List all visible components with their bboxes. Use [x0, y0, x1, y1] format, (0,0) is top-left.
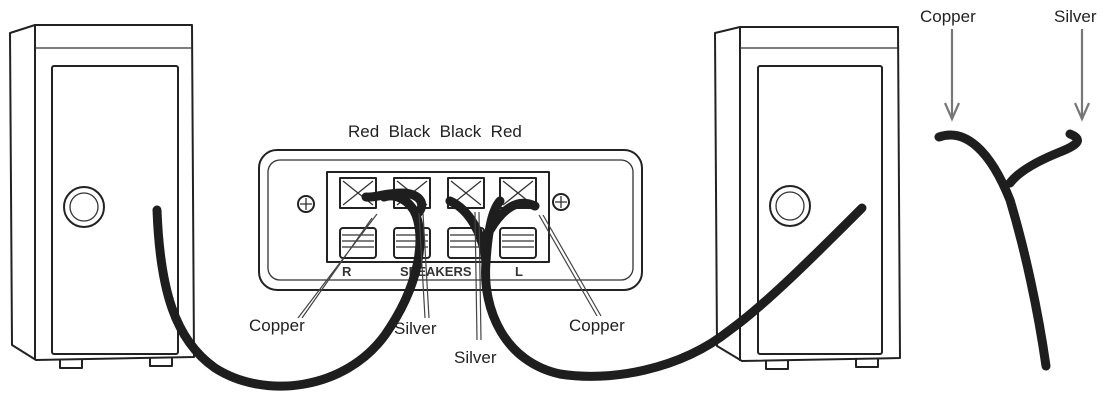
speaker-terminal-panel: R SPEAKERS L [258, 149, 643, 291]
terminal-r-red[interactable] [339, 177, 377, 259]
leader-silver-center [474, 211, 482, 341]
terminal-color-header: Red Black Black Red [348, 122, 522, 141]
leader-copper-right [538, 214, 602, 317]
right-speaker-port-icon [769, 185, 811, 227]
terminal-l-red[interactable] [499, 177, 537, 259]
copper-pointer-arrow-icon [943, 29, 961, 122]
left-speaker [9, 24, 195, 369]
leader-silver-left [418, 212, 430, 319]
callout-silver-center: Silver [454, 348, 497, 367]
wire-end-detail [934, 29, 1091, 371]
callout-copper-left: Copper [249, 316, 305, 335]
panel-label-l: L [515, 264, 523, 279]
detail-label-copper: Copper [920, 7, 976, 26]
right-speaker [714, 26, 901, 370]
right-screw-icon [552, 193, 570, 211]
right-speaker-cable [445, 196, 867, 381]
detail-label-silver: Silver [1054, 7, 1097, 26]
left-speaker-port-icon [63, 186, 105, 228]
silver-pointer-arrow-icon [1073, 29, 1091, 122]
panel-label-r: R [342, 264, 352, 279]
left-speaker-cable [152, 188, 427, 391]
leader-copper-left [297, 213, 378, 319]
left-screw-icon [297, 195, 315, 213]
detail-cable [934, 129, 1082, 371]
callout-silver-left: Silver [394, 319, 437, 338]
callout-copper-right: Copper [569, 316, 625, 335]
